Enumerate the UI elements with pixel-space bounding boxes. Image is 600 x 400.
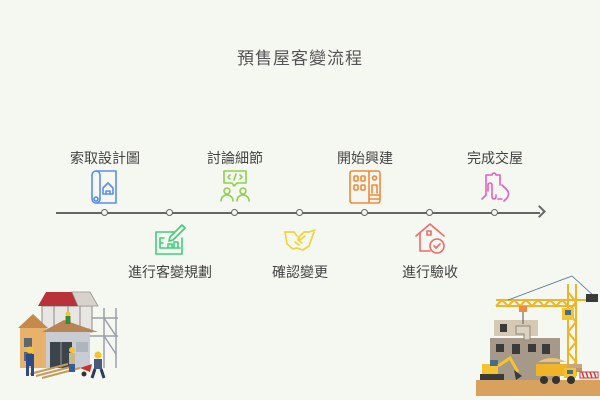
blueprint-house-icon [87, 169, 123, 205]
timeline-arrow-icon [533, 205, 546, 218]
step-4-label: 確認變更 [272, 265, 328, 281]
timeline-dot [101, 209, 108, 216]
step-1-label: 索取設計圖 [70, 151, 140, 167]
house-construction-illustration [8, 288, 128, 380]
handshake-icon [282, 222, 318, 258]
step-2-label: 進行客變規劃 [128, 265, 212, 281]
timeline-dot [426, 209, 433, 216]
building-icon [347, 169, 383, 205]
step-5-label: 開始興建 [337, 151, 393, 167]
hand-key-icon [478, 169, 514, 205]
discussion-code-icon [217, 169, 253, 205]
timeline-dot [296, 209, 303, 216]
timeline-dot [166, 209, 173, 216]
step-6-label: 進行驗收 [402, 265, 458, 281]
step-7-label: 完成交屋 [467, 151, 523, 167]
crane-construction-site-illustration [476, 272, 600, 396]
timeline-dot [231, 209, 238, 216]
step-3-label: 討論細節 [207, 151, 263, 167]
timeline-dot [491, 209, 498, 216]
house-check-icon [412, 220, 448, 256]
drawing-pencil-icon [152, 222, 188, 258]
timeline-dot [361, 209, 368, 216]
diagram-title: 預售屋客變流程 [237, 49, 363, 69]
